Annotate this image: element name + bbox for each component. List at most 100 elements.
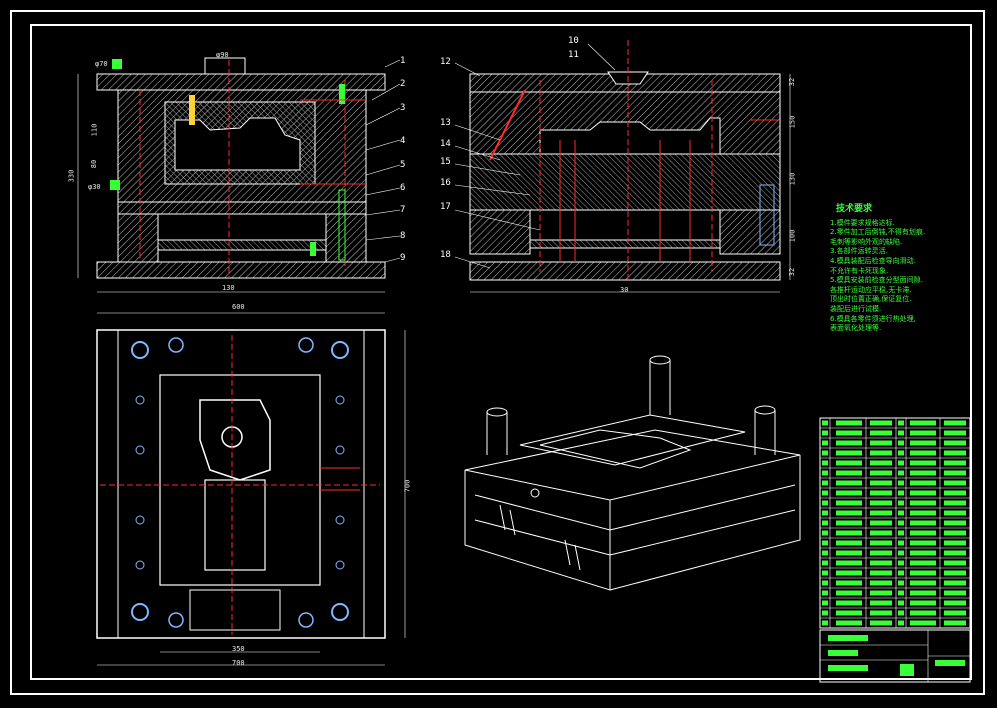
bom-cell — [944, 540, 966, 546]
part-number: 6 — [400, 183, 406, 193]
bom-cell — [822, 460, 828, 466]
requirement-line: 6.模具各零件须进行热处理, — [830, 314, 916, 323]
bom-cell — [836, 520, 862, 526]
bom-cell — [822, 530, 828, 536]
dimension-label: φ30 — [88, 183, 101, 191]
bom-cell — [822, 580, 828, 586]
bom-cell — [836, 470, 862, 476]
bom-cell — [898, 550, 904, 556]
requirement-line: 1.模件要求规格达标. — [830, 218, 895, 227]
bom-cell — [898, 480, 904, 486]
dimension-label: 150 — [788, 115, 797, 129]
bom-cell — [944, 550, 966, 556]
bom-cell — [870, 620, 892, 626]
bom-cell — [898, 450, 904, 456]
part-number: 7 — [400, 205, 406, 215]
bom-cell — [944, 560, 966, 566]
bom-cell — [870, 490, 892, 496]
part-number: 5 — [400, 160, 406, 170]
requirement-line: 5.模具安装前检查分型面间隙. — [830, 276, 923, 285]
bom-cell — [910, 540, 936, 546]
bom-cell — [910, 590, 936, 596]
bom-cell — [944, 490, 966, 496]
bom-cell — [944, 440, 966, 446]
bom-cell — [836, 610, 862, 616]
bom-cell — [898, 420, 904, 426]
bom-cell — [910, 530, 936, 536]
bom-cell — [910, 580, 936, 586]
title-block — [819, 629, 971, 683]
bom-cell — [944, 470, 966, 476]
bom-cell — [910, 560, 936, 566]
bom-cell — [944, 570, 966, 576]
bom-cell — [910, 470, 936, 476]
requirement-line: 3.各部件运转灵活. — [830, 247, 888, 256]
bom-cell — [898, 540, 904, 546]
bom-cell — [870, 560, 892, 566]
dimension-label: 80 — [90, 159, 99, 169]
part-number: 18 — [440, 250, 451, 260]
bom-cell — [944, 420, 966, 426]
bom-table — [819, 417, 971, 629]
part-number: 16 — [440, 178, 451, 188]
bom-cell — [898, 470, 904, 476]
bom-cell — [822, 550, 828, 556]
bom-cell — [870, 450, 892, 456]
bom-cell — [836, 490, 862, 496]
bom-cell — [870, 580, 892, 586]
bom-cell — [898, 530, 904, 536]
dimension-label: 700 — [403, 479, 412, 493]
part-number: 15 — [440, 157, 451, 167]
part-number: 8 — [400, 231, 406, 241]
bom-cell — [944, 450, 966, 456]
bom-cell — [944, 580, 966, 586]
section-view-left — [77, 57, 401, 293]
part-number: 13 — [440, 118, 451, 128]
bom-cell — [910, 490, 936, 496]
bom-cell — [870, 530, 892, 536]
bom-cell — [910, 440, 936, 446]
bom-cell — [836, 450, 862, 456]
bom-cell — [898, 440, 904, 446]
bom-cell — [822, 520, 828, 526]
requirement-line: 各推杆运动应平稳,无卡滞. — [830, 285, 912, 294]
bom-cell — [910, 510, 936, 516]
bom-cell — [822, 620, 828, 626]
bom-cell — [944, 530, 966, 536]
bom-cell — [822, 490, 828, 496]
bom-cell — [898, 490, 904, 496]
technical-requirements-title: 技术要求 — [836, 204, 873, 214]
bom-cell — [898, 570, 904, 576]
technical-requirements: 技术要求 1.模件要求规格达标. 2.零件加工后倒钝,不得有划痕. 毛刺等影响外… — [830, 204, 980, 334]
bom-cell — [910, 450, 936, 456]
bom-cell — [822, 560, 828, 566]
part-number: 11 — [568, 50, 579, 60]
bom-cell — [836, 560, 862, 566]
bom-cell — [822, 610, 828, 616]
bom-cell — [822, 570, 828, 576]
dimension-label: 600 — [232, 303, 245, 311]
requirement-line: 顶出时位置正确,保证复位. — [830, 295, 912, 304]
dimension-label: 32 — [788, 77, 797, 87]
bom-cell — [898, 510, 904, 516]
bom-cell — [944, 520, 966, 526]
bom-cell — [870, 520, 892, 526]
bom-cell — [910, 420, 936, 426]
bom-cell — [898, 460, 904, 466]
bom-cell — [898, 520, 904, 526]
bom-cell — [822, 600, 828, 606]
dimension-label: 130 — [788, 172, 797, 186]
bom-cell — [944, 510, 966, 516]
isometric-view — [464, 355, 801, 591]
part-number: 4 — [400, 136, 406, 146]
bom-cell — [836, 430, 862, 436]
plan-view — [96, 312, 406, 666]
requirement-line: 2.零件加工后倒钝,不得有划痕. — [830, 228, 926, 237]
part-number: 3 — [400, 103, 406, 113]
bom-cell — [898, 560, 904, 566]
part-number: 12 — [440, 57, 451, 67]
bom-cell — [898, 610, 904, 616]
drawing-border-inner — [30, 24, 972, 680]
bom-cell — [870, 500, 892, 506]
part-number: 9 — [400, 253, 406, 263]
